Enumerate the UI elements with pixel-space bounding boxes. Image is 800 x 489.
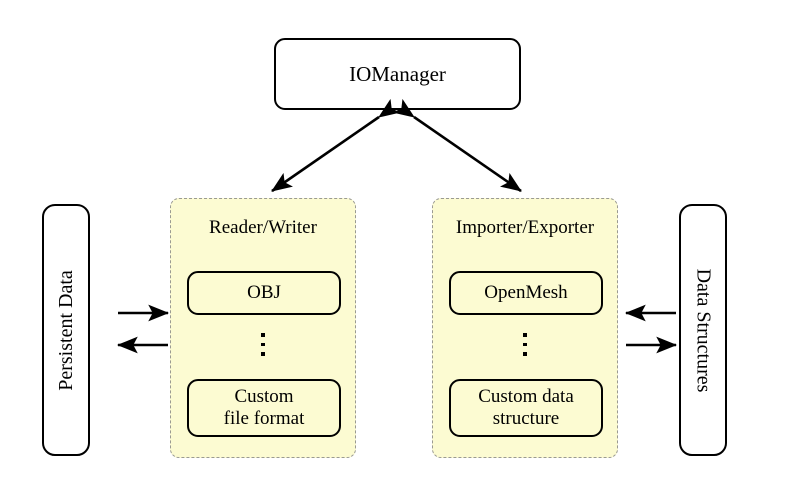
ellipsis-dot [523,352,527,356]
node-custom-file-format[interactable]: Custom file format [187,379,341,437]
node-data-structures-label: Data Structures [692,268,715,392]
panel-importer-exporter-title: Importer/Exporter [455,217,595,238]
node-io-manager-label: IOManager [349,61,446,86]
panel-reader-writer-title: Reader/Writer [209,217,317,238]
node-openmesh-label: OpenMesh [484,281,568,303]
node-openmesh[interactable]: OpenMesh [449,271,603,315]
ellipsis-reader-writer [171,333,355,356]
ellipsis-dot [261,352,265,356]
node-custom-file-format-line1: Custom [234,385,294,407]
node-custom-data-structure-line1: Custom data [478,385,574,407]
node-obj-label: OBJ [247,281,281,303]
node-custom-data-structure[interactable]: Custom data structure [449,379,603,437]
connector-manager-importer-exporter [393,98,522,193]
node-persistent-data[interactable]: Persistent Data [42,204,90,456]
ellipsis-dot [261,333,265,337]
node-io-manager[interactable]: IOManager [274,38,521,110]
ellipsis-importer-exporter [433,333,617,356]
node-persistent-data-label: Persistent Data [54,269,77,391]
panel-reader-writer[interactable]: Reader/Writer OBJ Custom file format [170,198,356,458]
connector-manager-reader-writer [271,98,400,193]
ellipsis-dot [261,342,265,346]
node-custom-data-structure-label: Custom data structure [478,386,574,431]
node-obj[interactable]: OBJ [187,271,341,315]
node-custom-file-format-line2: file format [223,408,305,429]
panel-importer-exporter[interactable]: Importer/Exporter OpenMesh Custom data s… [432,198,618,458]
node-custom-data-structure-line2: structure [492,408,560,429]
ellipsis-dot [523,333,527,337]
ellipsis-dot [523,342,527,346]
node-custom-file-format-label: Custom file format [224,386,305,431]
node-data-structures[interactable]: Data Structures [679,204,727,456]
